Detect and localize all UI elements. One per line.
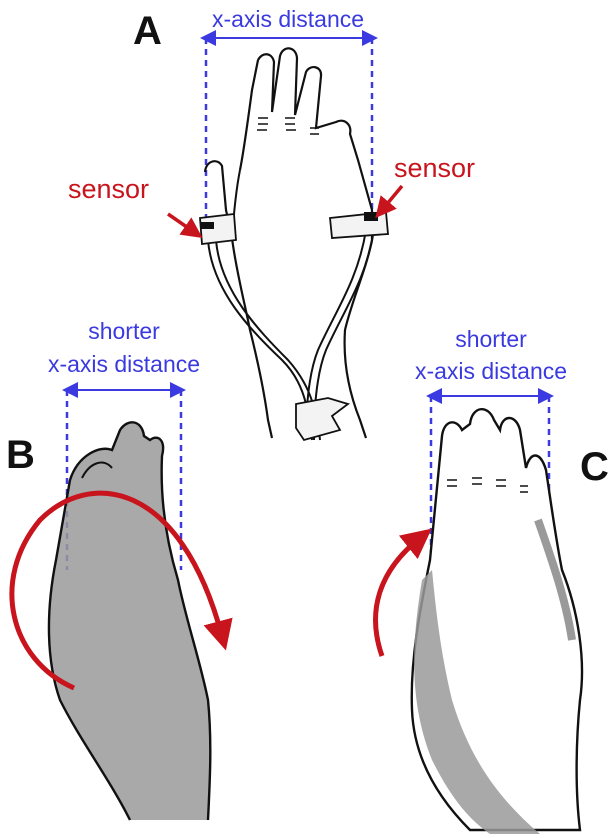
shorter-label-b-line1: shorter xyxy=(88,318,160,344)
rotation-arrow-c xyxy=(376,538,420,656)
hand-a-outline xyxy=(205,48,372,438)
shorter-label-b-line2: x-axis distance xyxy=(48,351,200,377)
sensor-label-right: sensor xyxy=(394,153,475,183)
shorter-label-c-line2: x-axis distance xyxy=(415,358,567,384)
tape-wrist xyxy=(296,398,348,440)
knuckle-marks-a xyxy=(257,118,319,134)
sensor-left xyxy=(200,222,214,229)
x-axis-distance-label: x-axis distance xyxy=(212,6,364,32)
shorter-label-c-line1: shorter xyxy=(455,326,527,352)
tape-right xyxy=(330,212,388,238)
sensor-arrow-right xyxy=(382,186,402,210)
panel-a-letter: A xyxy=(133,9,162,53)
panel-c-letter: C xyxy=(580,445,609,489)
hand-b-shading xyxy=(49,422,210,820)
panel-c: C shorter x-axis distance xyxy=(376,326,609,834)
sensor-label-left: sensor xyxy=(68,174,149,204)
panel-b-letter: B xyxy=(6,433,35,477)
sensor-arrow-left xyxy=(168,214,194,232)
panel-b: B shorter x-axis distance xyxy=(6,318,222,820)
sensor-right xyxy=(364,212,378,221)
